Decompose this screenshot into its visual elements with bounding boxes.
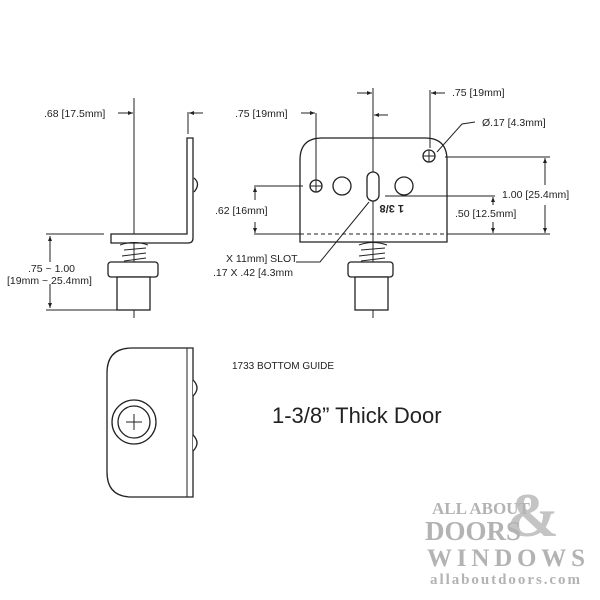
logo-line2: DOORS bbox=[425, 516, 521, 546]
dim-050: .50 [12.5mm] bbox=[455, 208, 516, 220]
slot-label-line2: .17 X .42 [4.3mm bbox=[213, 267, 293, 279]
logo-url: allaboutdoors.com bbox=[430, 572, 581, 588]
logo-line3: WINDOWS bbox=[427, 545, 585, 572]
dim-offset: .68 [17.5mm] bbox=[44, 108, 105, 120]
spring bbox=[358, 242, 388, 262]
bump bbox=[192, 379, 198, 397]
hole bbox=[394, 176, 414, 196]
logo-ampersand: & bbox=[507, 482, 559, 550]
roller-post bbox=[116, 276, 151, 311]
logo-line1: ALL ABOUT bbox=[432, 499, 530, 518]
washer bbox=[347, 261, 394, 278]
hole bbox=[332, 176, 352, 196]
dim-062: .62 [16mm] bbox=[215, 205, 268, 217]
mount-hole-left bbox=[309, 179, 323, 193]
screw-cross-icon bbox=[126, 414, 142, 430]
bracket bbox=[110, 137, 194, 244]
dim-height-line1: .75 ~ 1.00 bbox=[28, 263, 75, 275]
brand-logo: & ALL ABOUT DOORS WINDOWS allaboutdoors.… bbox=[425, 482, 585, 588]
side-view: .68 [17.5mm] .75 ~ 1.00 [19mm ~ 25.4mm] bbox=[7, 98, 203, 318]
stamp-marking: 1 3/8 bbox=[380, 202, 404, 214]
mount-hole-right bbox=[422, 149, 436, 163]
spring bbox=[119, 242, 149, 262]
dim-left-hole: .75 [19mm] bbox=[235, 108, 288, 120]
washer bbox=[107, 261, 159, 278]
bump bbox=[193, 177, 199, 193]
bottom-view: 1733 BOTTOM GUIDE bbox=[106, 347, 334, 498]
slot-label-line1: X 11mm] SLOT bbox=[226, 253, 298, 265]
dim-right-hole: .75 [19mm] bbox=[452, 87, 505, 99]
part-label: 1733 BOTTOM GUIDE bbox=[232, 361, 334, 372]
slot bbox=[366, 171, 380, 202]
hole-diameter: Ø.17 [4.3mm] bbox=[482, 117, 546, 129]
roller-post bbox=[354, 276, 389, 311]
dim-100: 1.00 [25.4mm] bbox=[502, 189, 569, 201]
front-view: 1 3/8 .75 [19mm] .75 [19mm] Ø.17 [4.3mm]… bbox=[213, 87, 569, 318]
caption: 1-3/8” Thick Door bbox=[272, 403, 442, 428]
bump bbox=[192, 434, 198, 452]
dim-height-line2: [19mm ~ 25.4mm] bbox=[7, 275, 92, 287]
